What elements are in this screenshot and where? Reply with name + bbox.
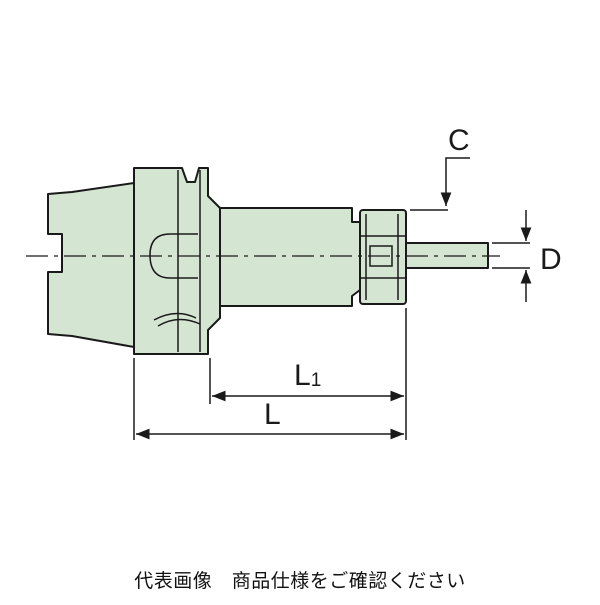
label-l1-sub: 1 [311,370,322,391]
holder-body [47,167,489,355]
label-d: D [540,243,562,276]
flange [133,167,221,355]
dimension-c-leader [440,157,470,206]
label-l1-main: L [294,359,311,392]
holder-neck [219,207,361,307]
taper-shank [47,182,135,348]
drive-slot [149,233,198,279]
extension-lines [133,209,530,440]
image-caption: 代表画像 商品仕様をご確認ください [134,570,466,592]
body-details [149,170,406,352]
label-l: L [264,398,281,431]
label-l1: L1 [294,359,321,392]
label-c: C [448,124,470,157]
collet-nut [359,209,407,305]
